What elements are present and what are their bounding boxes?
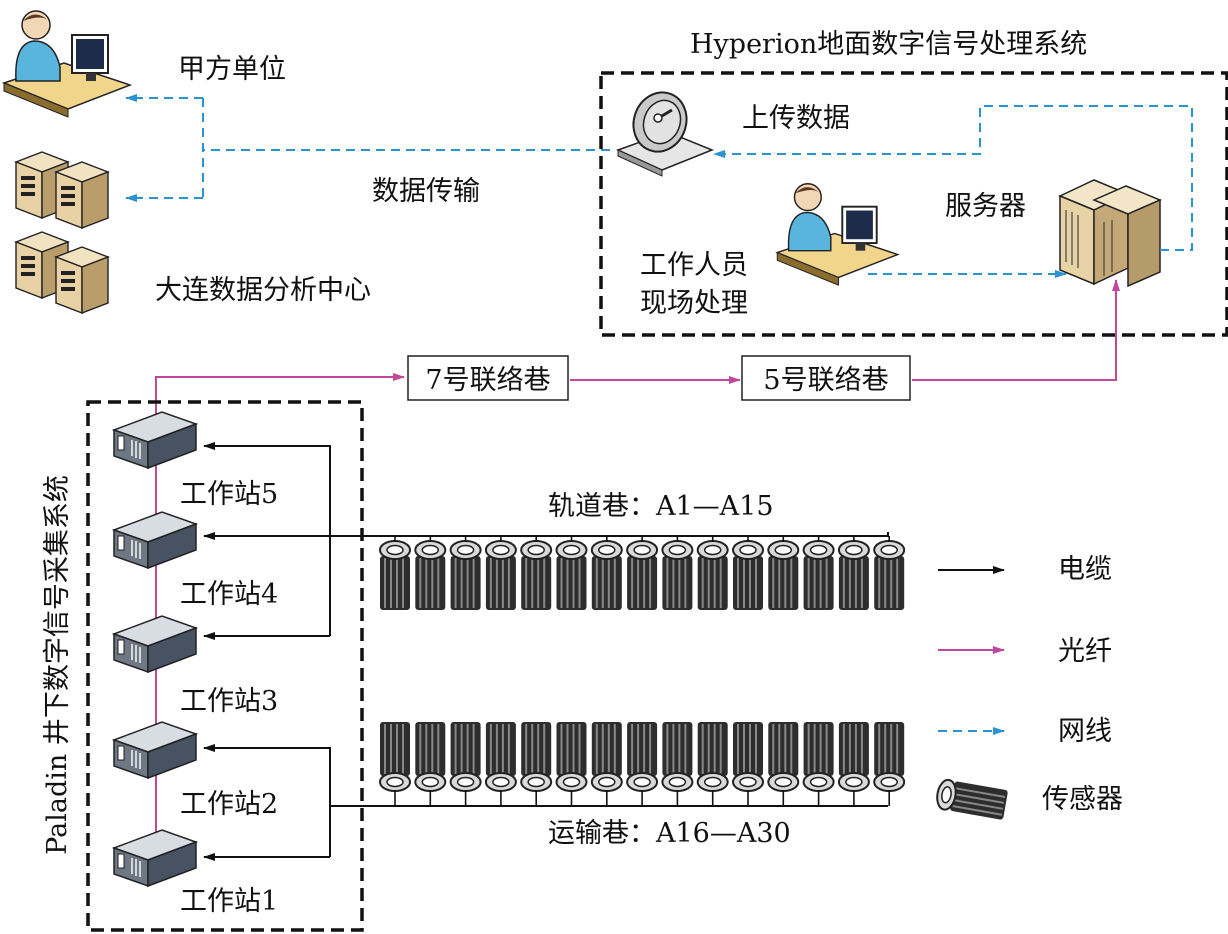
legend-label: 电缆	[1058, 554, 1112, 585]
tunnel5-label: 5号联络巷	[763, 365, 888, 396]
sensor-icon	[837, 540, 870, 611]
sensor-icon	[414, 721, 447, 792]
station-4: 工作站4	[113, 511, 278, 610]
sensor-row-transport	[379, 721, 906, 806]
transport-label: 运输巷：A16—A30	[548, 818, 791, 849]
client-label: 甲方单位	[178, 54, 286, 85]
sensor-icon	[449, 540, 482, 611]
sensor-icon	[484, 540, 517, 611]
legend: 电缆 光纤 网线 传感器	[933, 554, 1123, 821]
dalian-group: 大连数据分析中心	[15, 151, 371, 314]
sensor-icon	[661, 721, 694, 792]
satellite-dish-icon	[616, 91, 714, 177]
sensor-icon	[520, 721, 553, 792]
sensor-icon	[414, 540, 447, 611]
station-5: 工作站5	[113, 411, 278, 510]
rack-server-icon	[113, 615, 197, 673]
tunnel5-box	[741, 355, 911, 401]
legend-label: 传感器	[1042, 784, 1123, 815]
paladin-box	[86, 400, 364, 932]
sensor-icon	[626, 721, 659, 792]
server-tower-icon	[15, 151, 109, 314]
rack-server-icon	[113, 411, 197, 469]
station-1: 工作站1	[113, 829, 278, 917]
tunnel7-box	[407, 355, 569, 401]
sensor-icon	[484, 721, 517, 792]
station-label: 工作站4	[180, 579, 278, 610]
hyperion-title: Hyperion地面数字信号处理系统	[690, 29, 1087, 60]
sensor-icon	[590, 721, 623, 792]
office-worker-icon	[3, 10, 131, 118]
sensor-icon	[555, 721, 588, 792]
station-label: 工作站2	[180, 789, 278, 820]
fiber-links-top	[155, 279, 1120, 420]
sensor-icon	[555, 540, 588, 611]
sensor-icon	[732, 721, 764, 792]
sensor-icon	[379, 540, 411, 611]
sensor-icon	[379, 721, 411, 792]
legend-cable: 电缆	[938, 554, 1112, 585]
station-3: 工作站3	[113, 615, 278, 717]
sensor-icon	[837, 721, 870, 792]
cable-links	[203, 442, 889, 861]
legend-network: 网线	[938, 716, 1112, 747]
network-links-left	[125, 94, 610, 202]
office-worker-icon	[776, 182, 899, 287]
staff-label-line1: 工作人员	[640, 250, 748, 281]
sensor-icon	[802, 721, 835, 792]
sensor-icon	[732, 540, 764, 611]
sensor-icon	[661, 540, 694, 611]
server-label: 服务器	[945, 191, 1026, 222]
sensor-icon	[590, 540, 623, 611]
server-cabinet-icon	[1058, 179, 1162, 288]
rack-server-icon	[113, 721, 197, 779]
sensor-row-rail	[379, 536, 906, 611]
legend-label: 网线	[1058, 716, 1112, 747]
sensor-icon	[802, 540, 835, 611]
dalian-label: 大连数据分析中心	[155, 275, 371, 306]
legend-label: 光纤	[1058, 636, 1112, 667]
hyperion-box	[599, 71, 1228, 337]
legend-sensor: 传感器	[933, 777, 1123, 821]
rail-label: 轨道巷：A1—A15	[548, 491, 774, 522]
station-label: 工作站5	[180, 479, 278, 510]
tunnel7-label: 7号联络巷	[425, 365, 550, 396]
sensor-icon	[873, 540, 906, 611]
sensor-icon	[767, 721, 800, 792]
legend-fiber: 光纤	[938, 636, 1112, 667]
sensor-icon	[520, 540, 553, 611]
station-2: 工作站2	[113, 721, 278, 820]
station-label: 工作站1	[180, 886, 278, 917]
network-links-hyperion	[713, 105, 1193, 278]
client-group: 甲方单位	[3, 10, 286, 118]
sensor-icon	[449, 721, 482, 792]
upload-label: 上传数据	[742, 103, 850, 134]
transfer-label: 数据传输	[372, 176, 480, 207]
sensor-icon	[626, 540, 659, 611]
rack-server-icon	[113, 511, 197, 569]
sensor-icon	[767, 540, 800, 611]
sensor-icon	[696, 721, 729, 792]
rack-server-icon	[113, 829, 197, 887]
sensor-icon	[873, 721, 906, 792]
staff-label-line2: 现场处理	[640, 288, 748, 319]
sensor-icon	[696, 540, 729, 611]
sensor-icon	[933, 777, 1010, 821]
station-label: 工作站3	[180, 686, 278, 717]
paladin-label: Paladin 井下数字信号采集系统	[42, 475, 73, 855]
